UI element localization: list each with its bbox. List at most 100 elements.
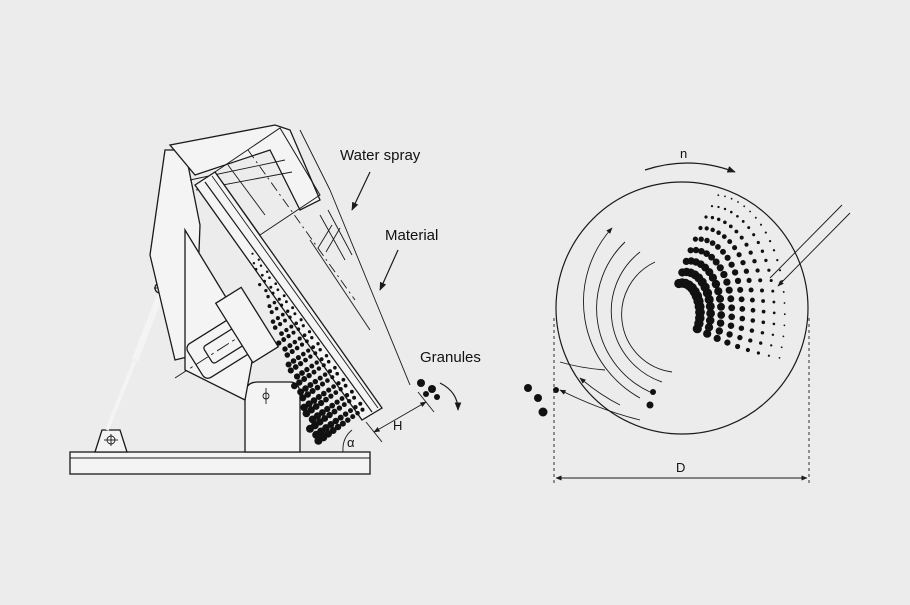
granule-dot (749, 297, 755, 303)
granule-dot (339, 420, 346, 427)
granule-dot (328, 393, 334, 399)
granule-dot (720, 270, 728, 279)
granule-dot (764, 258, 768, 263)
granule-dot (342, 411, 349, 417)
granule-dot (759, 223, 763, 226)
granule-dot (755, 268, 760, 273)
granule-dot (315, 393, 322, 401)
granule-dot (764, 231, 767, 234)
granule-dot (274, 306, 279, 311)
water-spray-label: Water spray (340, 147, 421, 164)
granule-dot (734, 229, 739, 234)
granule-dot (286, 333, 291, 339)
granule-dot (319, 381, 326, 387)
discharge-granules (417, 379, 462, 411)
granule-dot (281, 337, 287, 343)
granule-dot (704, 323, 714, 332)
granule-dot (305, 339, 309, 344)
granule-dot (724, 254, 731, 261)
granule-dot (778, 269, 782, 272)
granule-dot (324, 353, 329, 358)
granule-dot (307, 330, 312, 334)
granule-dot (772, 249, 776, 252)
granule-dot (736, 214, 739, 218)
angle-label: α (347, 435, 355, 450)
spray-nozzle (769, 204, 851, 287)
granule-dot (312, 403, 320, 410)
granule-dot (761, 299, 766, 303)
granule-dot (750, 307, 756, 313)
granule-dot (279, 331, 284, 336)
granule-dot (360, 407, 365, 412)
granule-dot (314, 360, 319, 365)
granule-dot (270, 319, 276, 324)
granule-dot (736, 252, 742, 258)
granule-dot (724, 339, 731, 346)
granule-dot (716, 264, 724, 272)
ejected-granules (524, 384, 656, 417)
granule-dot (251, 252, 254, 255)
granule-dot (745, 347, 751, 353)
granule-dot (263, 279, 267, 283)
granule-dot (739, 235, 744, 240)
granule-dot (317, 375, 323, 381)
granule-dot (341, 402, 347, 408)
granule-dot (727, 322, 735, 329)
granule-dot (286, 309, 290, 313)
granule-dot (715, 327, 723, 335)
granule-dot (725, 286, 733, 294)
granule-dot (739, 315, 746, 322)
granule-dot (268, 276, 271, 280)
granule-dot (739, 306, 746, 312)
granule-dot (780, 346, 783, 349)
granule-dot (692, 236, 699, 242)
granule-dot (737, 334, 743, 341)
granule-dot (291, 330, 296, 335)
granule-dot (728, 304, 736, 312)
granule-dot (730, 210, 733, 214)
granule-dot (299, 342, 305, 347)
rotation-indicator: n (644, 146, 736, 173)
granule-dot (771, 289, 775, 293)
granule-dot (348, 408, 353, 414)
granule-dot (748, 287, 754, 293)
granule-dot (698, 236, 704, 242)
granule-dot (703, 329, 712, 338)
granule-dot (300, 351, 306, 357)
granule-dot (296, 327, 301, 331)
granule-dot (726, 331, 733, 338)
tilt-angle: α (340, 429, 370, 453)
granule-dot (292, 364, 299, 370)
granule-dot (767, 268, 771, 272)
granule-dot (717, 302, 725, 311)
granule-dot (293, 373, 301, 380)
granule-dot (319, 409, 326, 416)
granule-dot (704, 215, 708, 219)
granule-dot (743, 268, 750, 274)
granule-dot (332, 417, 340, 425)
granule-dot (704, 294, 714, 305)
granule-dot (299, 394, 307, 402)
granule-dot (272, 325, 278, 330)
granule-dot (307, 382, 314, 388)
granule-dot (740, 259, 746, 266)
side-view: H α Water spray Material Granules (69, 124, 481, 475)
granule-dot (325, 378, 330, 383)
granule-dot (721, 234, 727, 239)
granule-dot (771, 333, 775, 337)
granule-dot (743, 205, 746, 208)
granule-dot (720, 248, 726, 255)
drive-unit (174, 286, 280, 379)
granule-dot (716, 319, 725, 327)
granule-dot (289, 349, 295, 355)
granule-dot (287, 343, 293, 349)
granule-dot (276, 288, 280, 292)
granule-dot (756, 240, 760, 245)
granule-dot (318, 347, 322, 352)
granule-dot (324, 405, 331, 413)
granule-dot (747, 226, 751, 230)
granule-dot (301, 376, 308, 382)
granule-dot (312, 378, 319, 385)
granule-dot (291, 306, 295, 310)
